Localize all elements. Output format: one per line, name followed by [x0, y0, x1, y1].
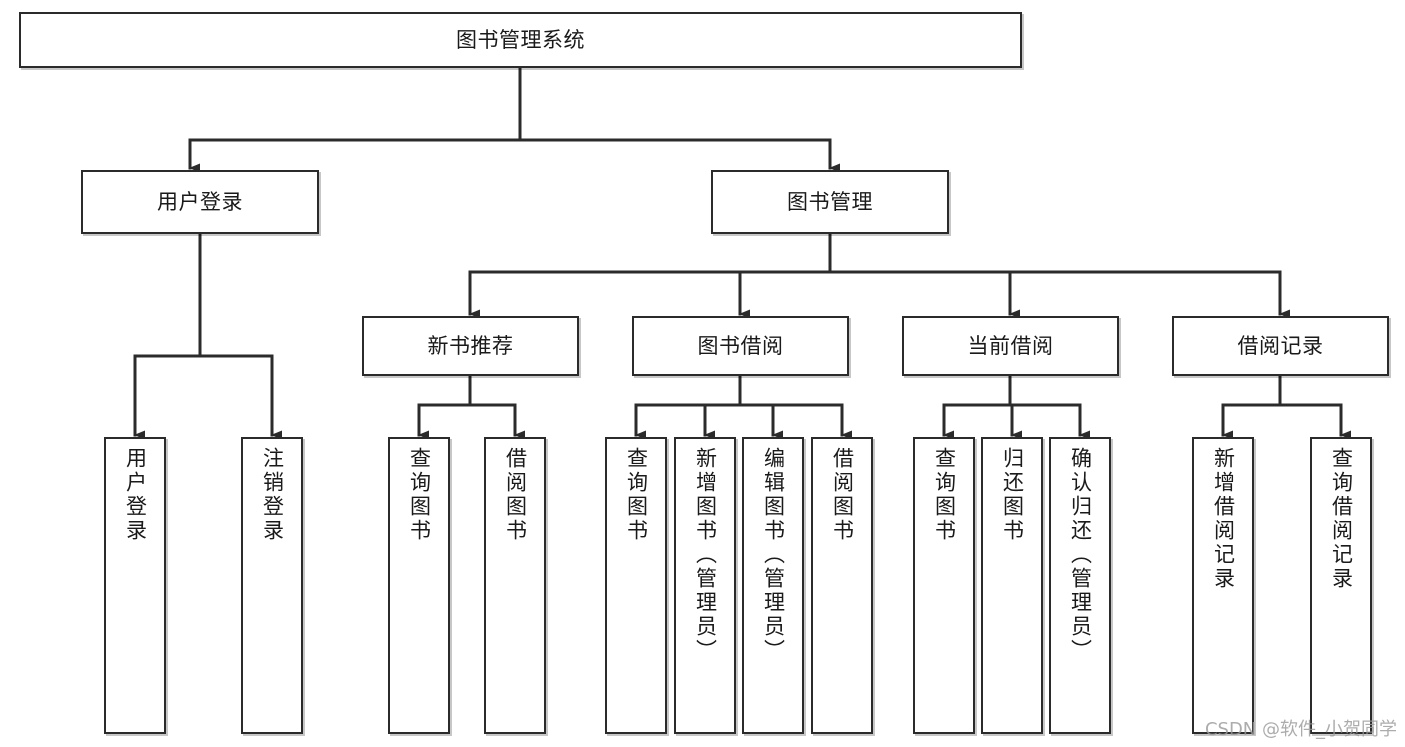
node-label-borrow-record: 借阅记录 — [1237, 333, 1324, 358]
node-label-leaf-query-book-current: 查询图书 — [932, 447, 957, 543]
node-label-leaf-query-borrow-record: 查询借阅记录 — [1329, 447, 1354, 591]
node-user-login[interactable]: 用户登录 — [81, 170, 319, 234]
node-label-leaf-confirm-return-admin: 确认归还（管理员） — [1068, 447, 1093, 663]
node-label-book-borrow: 图书借阅 — [697, 333, 784, 358]
node-leaf-return-book[interactable]: 归还图书 — [981, 437, 1043, 734]
node-label-root: 图书管理系统 — [456, 27, 585, 52]
node-label-leaf-return-book: 归还图书 — [1000, 447, 1025, 543]
node-borrow-record[interactable]: 借阅记录 — [1172, 316, 1389, 376]
node-label-leaf-add-borrow-record: 新增借阅记录 — [1211, 447, 1236, 591]
node-label-leaf-logout: 注销登录 — [260, 447, 285, 543]
node-leaf-add-book-admin[interactable]: 新增图书（管理员） — [674, 437, 736, 734]
node-label-leaf-query-book-borrow: 查询图书 — [624, 447, 649, 543]
node-leaf-user-login[interactable]: 用户登录 — [104, 437, 166, 734]
node-leaf-logout[interactable]: 注销登录 — [241, 437, 303, 734]
node-label-book-management: 图书管理 — [787, 189, 873, 214]
node-leaf-query-book-current[interactable]: 查询图书 — [913, 437, 975, 734]
node-label-leaf-query-book-recommend: 查询图书 — [407, 447, 432, 543]
node-new-book-recommend[interactable]: 新书推荐 — [362, 316, 579, 376]
edges-group — [133, 66, 1351, 440]
node-label-leaf-borrow-book: 借阅图书 — [830, 447, 855, 543]
node-leaf-edit-book-admin[interactable]: 编辑图书（管理员） — [742, 437, 804, 734]
node-label-leaf-borrow-book-recommend: 借阅图书 — [503, 447, 528, 543]
node-book-borrow[interactable]: 图书借阅 — [632, 316, 849, 376]
node-leaf-query-borrow-record[interactable]: 查询借阅记录 — [1310, 437, 1372, 734]
node-leaf-borrow-book-recommend[interactable]: 借阅图书 — [484, 437, 546, 734]
node-book-management[interactable]: 图书管理 — [711, 170, 949, 234]
node-label-user-login: 用户登录 — [157, 189, 243, 214]
node-label-new-book-recommend: 新书推荐 — [427, 333, 514, 358]
node-label-leaf-edit-book-admin: 编辑图书（管理员） — [761, 447, 786, 663]
node-leaf-borrow-book[interactable]: 借阅图书 — [811, 437, 873, 734]
node-current-borrow[interactable]: 当前借阅 — [902, 316, 1119, 376]
node-leaf-query-book-borrow[interactable]: 查询图书 — [605, 437, 667, 734]
node-leaf-add-borrow-record[interactable]: 新增借阅记录 — [1192, 437, 1254, 734]
node-leaf-query-book-recommend[interactable]: 查询图书 — [388, 437, 450, 734]
node-label-leaf-add-book-admin: 新增图书（管理员） — [693, 447, 718, 663]
node-label-leaf-user-login: 用户登录 — [123, 447, 148, 543]
node-leaf-confirm-return-admin[interactable]: 确认归还（管理员） — [1049, 437, 1111, 734]
watermark-label: CSDN @软件_小贺同学 — [1204, 719, 1397, 740]
node-label-current-borrow: 当前借阅 — [967, 333, 1054, 358]
node-root[interactable]: 图书管理系统 — [19, 12, 1022, 68]
